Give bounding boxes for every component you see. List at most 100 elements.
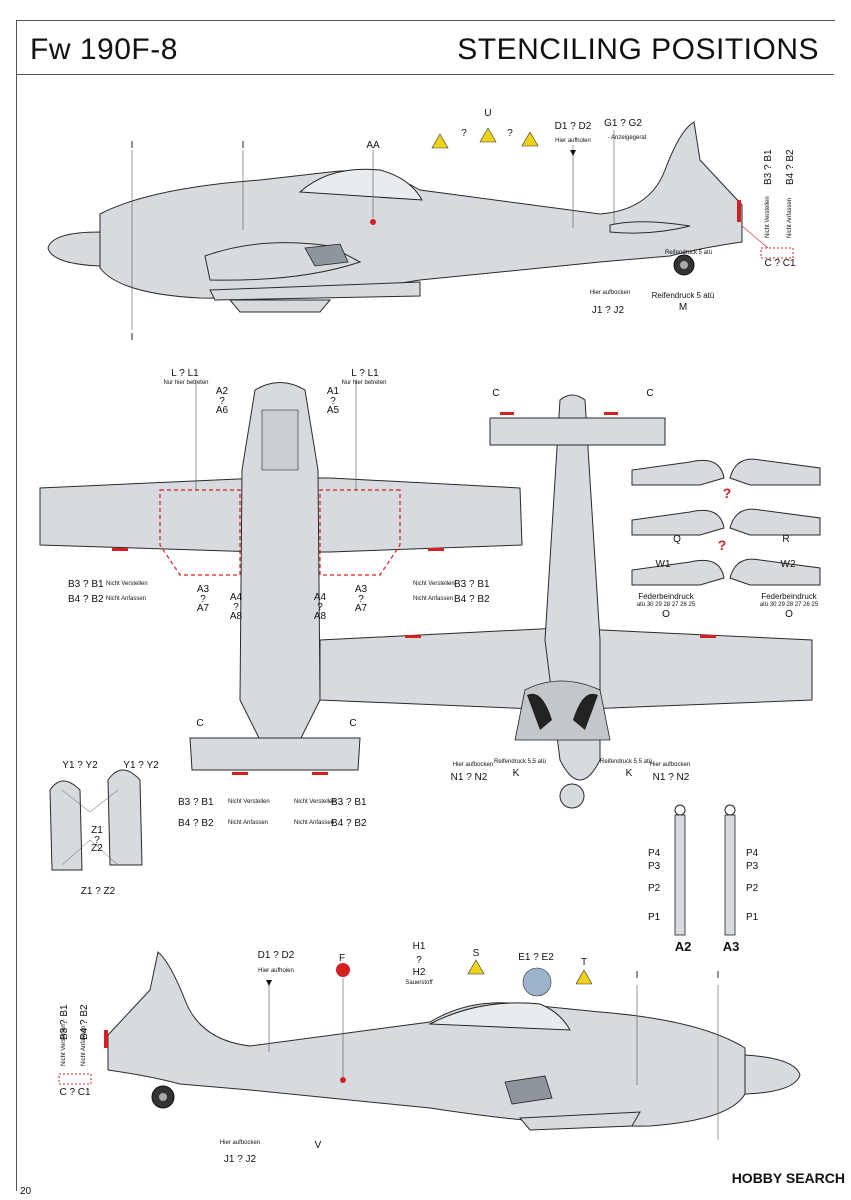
callout-nicht-verstellen: Nicht Verstellen bbox=[765, 196, 771, 238]
callout-i-bottom: I bbox=[130, 332, 134, 343]
callout-k-left: K bbox=[512, 768, 520, 779]
callout-o-left-nums: atü 30 29 28 27 26 25 bbox=[636, 602, 696, 608]
callout-y-left: Y1 ? Y2 bbox=[62, 760, 98, 771]
gear-right-p4: P4 bbox=[746, 848, 759, 859]
callout-a3-right: A3 bbox=[354, 584, 368, 595]
callout-i-bottom-left: I bbox=[635, 970, 639, 981]
callout-h-q: ? bbox=[416, 955, 422, 966]
callout-a3-q-left: ? bbox=[200, 594, 206, 605]
callout-b3-right: B3 ? B1 bbox=[454, 579, 490, 590]
callout-a7-right: A7 bbox=[354, 603, 368, 614]
callout-a3-q-right: ? bbox=[358, 594, 364, 605]
callout-a8-left: A8 bbox=[229, 611, 243, 622]
callout-e: E1 ? E2 bbox=[518, 952, 554, 963]
callout-k-left-sub: Reifendruck 5.5 atü bbox=[493, 759, 547, 765]
callout-c-under-right: C bbox=[646, 388, 654, 399]
callout-k-right-sub: Reifendruck 5.5 atü bbox=[599, 759, 653, 765]
callout-b4-tail-right: B4 ? B2 bbox=[331, 818, 367, 829]
plan-view-top bbox=[39, 380, 523, 775]
callout-y-right: Y1 ? Y2 bbox=[123, 760, 159, 771]
side-view-top bbox=[47, 121, 794, 330]
callout-g: G1 ? G2 bbox=[604, 118, 642, 129]
callout-i-left: I bbox=[130, 140, 134, 151]
callout-a2: A2 bbox=[215, 386, 229, 397]
callout-o-right-nums: atü 30 29 28 27 26 25 bbox=[759, 602, 819, 608]
callout-n-right: N1 ? N2 bbox=[652, 772, 690, 783]
callout-k-right: K bbox=[625, 768, 633, 779]
callout-b4-tail-left: B4 ? B2 bbox=[178, 818, 214, 829]
callout-a6: A6 bbox=[215, 405, 229, 416]
watermark: HOBBY SEARCH bbox=[731, 1170, 845, 1186]
callout-a2-q: ? bbox=[219, 396, 225, 407]
callout-c-tail-left: C bbox=[196, 718, 204, 729]
callout-nv-bottom: Nicht Verstellen bbox=[61, 1024, 67, 1066]
gear-right-p3: P3 bbox=[746, 861, 759, 872]
callout-b4-left: B4 ? B2 bbox=[68, 594, 104, 605]
callout-z1: Z1 bbox=[91, 825, 103, 836]
callout-a5: A5 bbox=[326, 405, 340, 416]
header-rule bbox=[16, 74, 834, 75]
gear-left-p3: P3 bbox=[648, 861, 661, 872]
gear-right-title: A3 bbox=[722, 939, 740, 954]
callout-g-sub: - Anzeigegerat bbox=[607, 135, 647, 141]
callout-a3-left: A3 bbox=[196, 584, 210, 595]
callout-m-sub: Reifendruck 5 atü bbox=[651, 291, 715, 300]
callout-t: T bbox=[580, 957, 588, 968]
callout-u: U bbox=[484, 108, 492, 119]
callout-a8-right: A8 bbox=[313, 611, 327, 622]
callout-j-bottom-sub: Hier aufbocken bbox=[219, 1140, 261, 1146]
drop-tank bbox=[49, 769, 143, 871]
callout-z-q: ? bbox=[94, 835, 100, 846]
callout-q2: ? bbox=[507, 128, 513, 139]
callout-nv-left: Nicht Verstellen bbox=[106, 581, 148, 587]
page-number: 20 bbox=[20, 1186, 32, 1197]
callout-b4-right: B4 ? B2 bbox=[454, 594, 490, 605]
callout-h1: H1 bbox=[412, 941, 426, 952]
callout-o-left-sub: Federbeindruck bbox=[638, 592, 694, 601]
callout-aa: AA bbox=[366, 140, 380, 151]
callout-o-left: O bbox=[662, 609, 670, 620]
callout-c-under-left: C bbox=[492, 388, 500, 399]
callout-o-right-sub: Federbeindruck bbox=[761, 592, 817, 601]
callout-nv-tail-right: Nicht Verstellen bbox=[294, 799, 336, 805]
callout-na-left: Nicht Anfassen bbox=[106, 596, 147, 602]
callout-nv-tail-left: Nicht Verstellen bbox=[228, 799, 270, 805]
callout-w2: W2 bbox=[780, 559, 796, 570]
callout-z-bottom: Z1 ? Z2 bbox=[80, 886, 116, 897]
callout-a7-left: A7 bbox=[196, 603, 210, 614]
callout-q: Q bbox=[673, 534, 681, 545]
callout-c-bottom: C ? C1 bbox=[59, 1087, 91, 1098]
flap-q-mark-1: ? bbox=[722, 485, 732, 501]
callout-a4-left: A4 bbox=[229, 592, 243, 603]
page-title: STENCILING POSITIONS bbox=[457, 33, 819, 66]
callout-v: V bbox=[314, 1140, 322, 1151]
gear-left-p4: P4 bbox=[648, 848, 661, 859]
callout-a4-q-left: ? bbox=[233, 602, 239, 613]
callout-n-left: N1 ? N2 bbox=[450, 772, 488, 783]
callout-b4: B4 ? B2 bbox=[785, 149, 796, 185]
callout-na-bottom: Nicht Anfassen bbox=[81, 1025, 87, 1066]
callout-a1: A1 bbox=[326, 386, 340, 397]
callout-d-sub: Hier aufholen bbox=[555, 138, 591, 144]
callout-b3-tail-right: B3 ? B1 bbox=[331, 797, 367, 808]
callout-r: R bbox=[782, 534, 790, 545]
gear-left-p2: P2 bbox=[648, 883, 661, 894]
callout-nicht-anfassen: Nicht Anfassen bbox=[787, 197, 793, 238]
callout-j-sub: Hier aufbocken bbox=[589, 290, 631, 296]
under-view bbox=[319, 394, 813, 809]
callout-b3-left: B3 ? B1 bbox=[68, 579, 104, 590]
callout-na-tail-right: Nicht Anfassen bbox=[294, 820, 335, 826]
callout-o-right: O bbox=[785, 609, 793, 620]
callout-l-left: L ? L1 bbox=[171, 368, 199, 379]
gear-right-p2: P2 bbox=[746, 883, 759, 894]
callout-h-sub: Sauerstoff bbox=[405, 980, 433, 986]
gear-left-title: A2 bbox=[674, 939, 692, 954]
callout-n-right-sub: Hier aufbocken bbox=[649, 762, 691, 768]
callout-z2: Z2 bbox=[91, 843, 103, 854]
callout-d: D1 ? D2 bbox=[554, 121, 592, 132]
callout-l-right-sub: Nur hier betreten bbox=[341, 380, 387, 386]
callout-tire: Reifendruck 5 atü bbox=[665, 250, 713, 256]
callout-j-bottom: J1 ? J2 bbox=[223, 1154, 257, 1165]
side-view-bottom bbox=[58, 951, 801, 1140]
